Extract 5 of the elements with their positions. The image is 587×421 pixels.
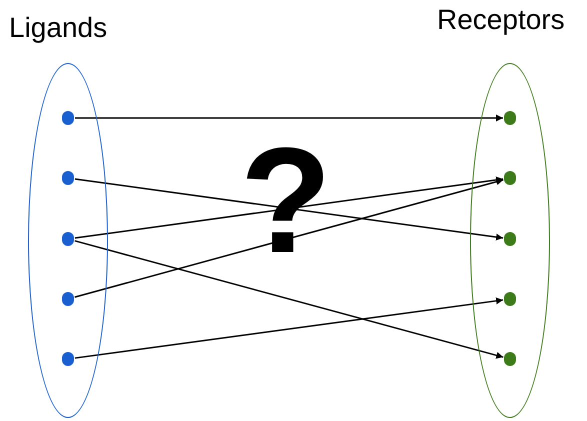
arrow [74,297,504,359]
group-heading: Ligands [9,14,108,42]
group-heading: Receptors [437,6,565,34]
arrow [74,240,504,359]
arrow [75,114,503,122]
